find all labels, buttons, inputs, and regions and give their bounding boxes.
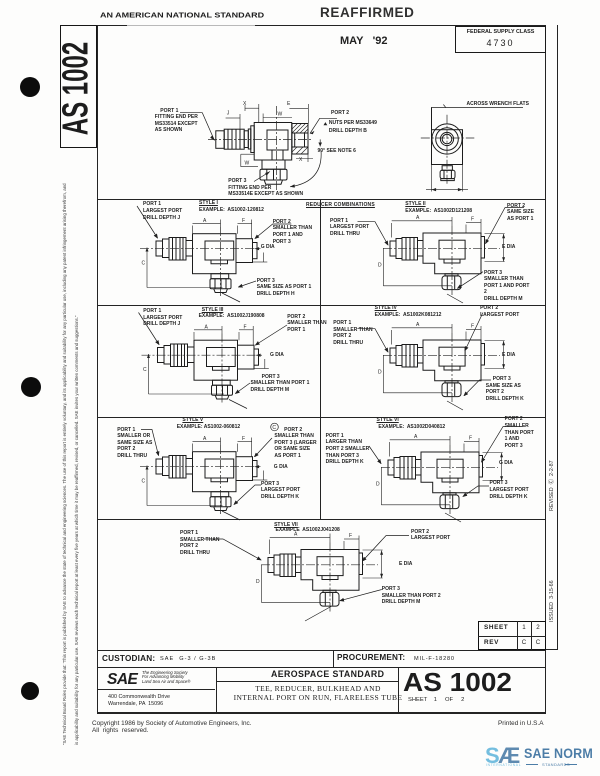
svg-text:C: C [272,425,276,431]
svg-text:X: X [299,157,303,163]
svg-text:E: E [287,101,291,107]
svg-text:W: W [278,111,283,117]
svg-text:W: W [245,161,250,167]
svg-text:X: X [243,101,247,107]
svg-text:J: J [227,111,230,117]
